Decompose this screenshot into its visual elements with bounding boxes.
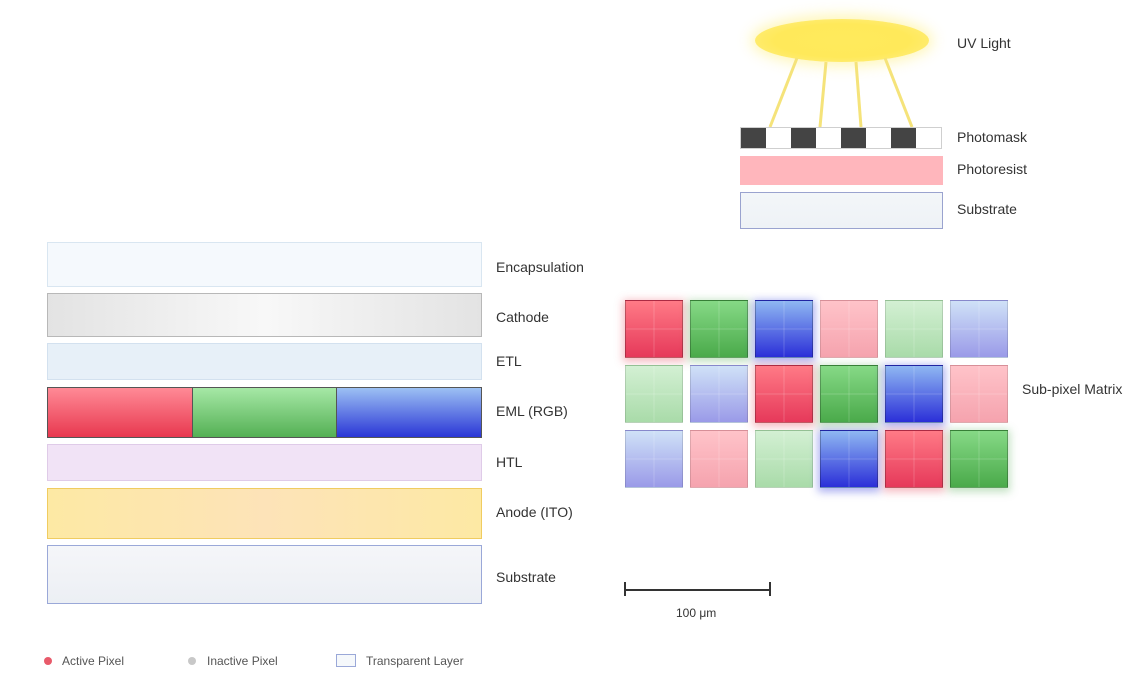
sub-pixel-green-inactive: [885, 300, 943, 358]
photomask-light-segment: [816, 128, 841, 148]
htl-layer: [47, 444, 482, 481]
uv-ray: [818, 61, 828, 128]
photomask-light-segment: [916, 128, 941, 148]
legend-inactive-label: Inactive Pixel: [207, 654, 278, 668]
legend-active-label: Active Pixel: [62, 654, 125, 668]
sub-pixel-matrix: [625, 300, 1009, 490]
uv-ray: [854, 61, 863, 128]
eml-green-segment: [192, 388, 338, 437]
sub-pixel-green-active: [950, 430, 1008, 488]
sub-pixel-matrix-label: Sub-pixel Matrix: [1022, 381, 1123, 397]
sub-pixel-blue-inactive: [625, 430, 683, 488]
cathode-label: Cathode: [496, 309, 549, 325]
eml-red-segment: [48, 388, 193, 437]
photomask-dark-segment: [891, 128, 916, 148]
lithography-substrate-label: Substrate: [957, 201, 1017, 217]
photoresist-layer: [740, 156, 943, 185]
scale-bar-label: 100 μm: [676, 606, 717, 620]
uv-ray: [883, 57, 914, 128]
lithography-substrate: [740, 192, 943, 229]
scale-bar: [624, 582, 771, 596]
active-pixel-dot: [44, 657, 52, 665]
substrate-layer: [47, 545, 482, 604]
photomask-dark-segment: [791, 128, 816, 148]
htl-label: HTL: [496, 454, 523, 470]
scale-bar-tick-right: [769, 582, 771, 596]
anode-label: Anode (ITO): [496, 504, 573, 520]
eml-layer: [47, 387, 482, 438]
photomask-dark-segment: [741, 128, 766, 148]
uv-light-source: [755, 19, 929, 62]
sub-pixel-red-active: [625, 300, 683, 358]
sub-pixel-green-inactive: [755, 430, 813, 488]
legend-transparent-label: Transparent Layer: [366, 654, 464, 668]
sub-pixel-blue-inactive: [690, 365, 748, 423]
sub-pixel-blue-active: [885, 365, 943, 423]
sub-pixel-red-inactive: [820, 300, 878, 358]
eml-blue-segment: [337, 388, 482, 437]
uv-ray: [768, 57, 799, 128]
photomask-label: Photomask: [957, 129, 1028, 145]
encapsulation-layer: [47, 242, 482, 287]
sub-pixel-red-active: [755, 365, 813, 423]
sub-pixel-blue-active: [755, 300, 813, 358]
substrate-label: Substrate: [496, 569, 556, 585]
eml-label: EML (RGB): [496, 403, 568, 419]
sub-pixel-green-active: [820, 365, 878, 423]
cathode-layer: [47, 293, 482, 337]
sub-pixel-red-active: [885, 430, 943, 488]
photomask-light-segment: [866, 128, 891, 148]
sub-pixel-red-inactive: [690, 430, 748, 488]
photomask-light-segment: [766, 128, 791, 148]
photomask-dark-segment: [841, 128, 866, 148]
uv-rays: [768, 57, 914, 128]
scale-bar-line: [624, 589, 771, 591]
anode-layer: [47, 488, 482, 539]
encapsulation-label: Encapsulation: [496, 259, 584, 275]
sub-pixel-blue-inactive: [950, 300, 1008, 358]
uv-light-label: UV Light: [957, 35, 1011, 51]
photoresist-label: Photoresist: [957, 161, 1028, 177]
etl-layer: [47, 343, 482, 380]
sub-pixel-blue-active: [820, 430, 878, 488]
transparent-layer-swatch: [336, 654, 356, 667]
sub-pixel-red-inactive: [950, 365, 1008, 423]
etl-label: ETL: [496, 353, 522, 369]
sub-pixel-green-inactive: [625, 365, 683, 423]
inactive-pixel-dot: [188, 657, 196, 665]
photomask: [740, 127, 942, 149]
sub-pixel-green-active: [690, 300, 748, 358]
scale-bar-tick-left: [624, 582, 626, 596]
